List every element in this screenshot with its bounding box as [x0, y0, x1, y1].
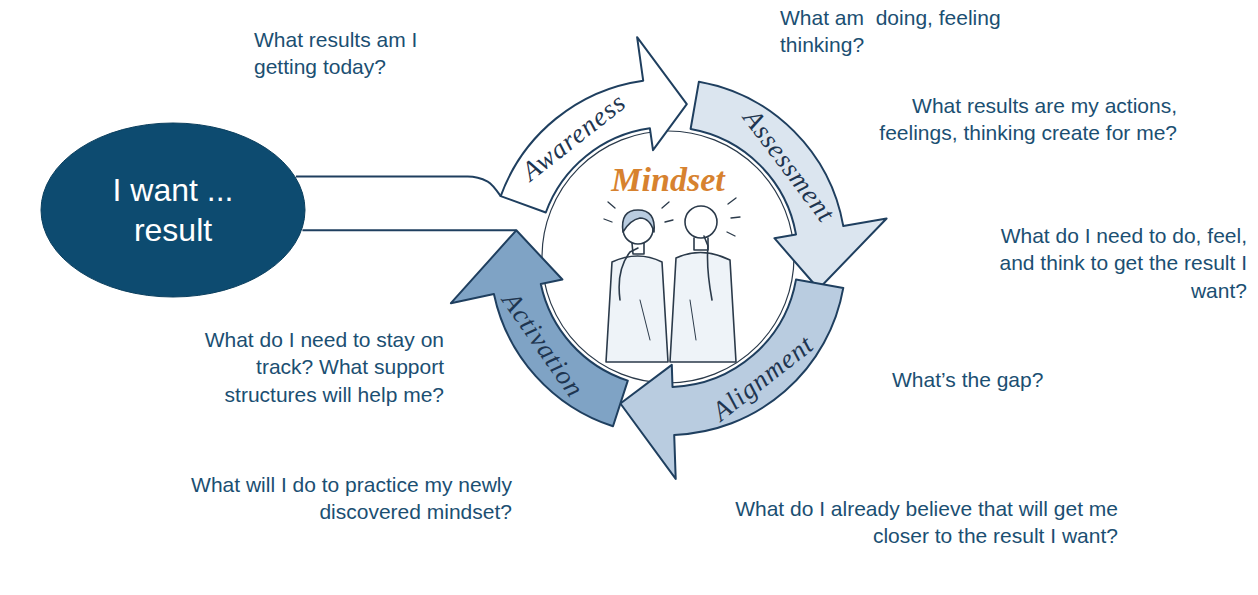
- entry-line: [296, 177, 501, 197]
- question-text: What do I need to stay on track? What su…: [199, 326, 444, 408]
- stage-name: Activation: [495, 286, 590, 403]
- man-arm: [704, 236, 712, 300]
- arrow-outline: [451, 230, 628, 426]
- man-head: [685, 206, 717, 238]
- question-text: What will I do to practice my newly disc…: [157, 471, 512, 526]
- cycle-arrow: Assessment: [438, 27, 898, 487]
- ellipse-outline: [41, 123, 305, 297]
- stage-name: Alignment: [706, 329, 820, 427]
- woman-hair: [623, 210, 655, 232]
- woman-body: [606, 256, 668, 362]
- question-text: What results am I getting today?: [254, 26, 464, 81]
- stage-name: Assessment: [737, 103, 842, 228]
- ellipse-shape: [40, 122, 306, 298]
- inner-circle: [542, 131, 794, 383]
- arrow-band: [438, 27, 898, 487]
- question-text: What do I need to do, feel, and think to…: [962, 222, 1247, 304]
- man-body: [670, 252, 736, 362]
- center-title: Mindset: [611, 158, 724, 202]
- arrow-band: [438, 27, 898, 487]
- cycle-arrow: Activation: [438, 27, 898, 487]
- question-text: What am doing, feeling thinking?: [780, 4, 1040, 59]
- cycle-arrow: Alignment: [438, 27, 898, 487]
- fold-lines: [640, 300, 696, 340]
- arrow-band: [438, 27, 898, 487]
- woman-arm: [619, 248, 638, 300]
- arrow-outline: [620, 280, 843, 479]
- arrow-band: [438, 27, 898, 487]
- question-text: What do I already believe that will get …: [688, 495, 1118, 550]
- cycle-arrow: Awareness: [438, 27, 898, 487]
- idea-rays: [604, 198, 740, 236]
- people-figure: [606, 206, 736, 362]
- question-text: What results are my actions, feelings, t…: [877, 92, 1177, 147]
- goal-ellipse: I want ... result: [40, 122, 306, 298]
- goal-text: I want ... result: [83, 170, 263, 250]
- question-text: What’s the gap?: [892, 366, 1112, 393]
- entry-line: [302, 229, 516, 231]
